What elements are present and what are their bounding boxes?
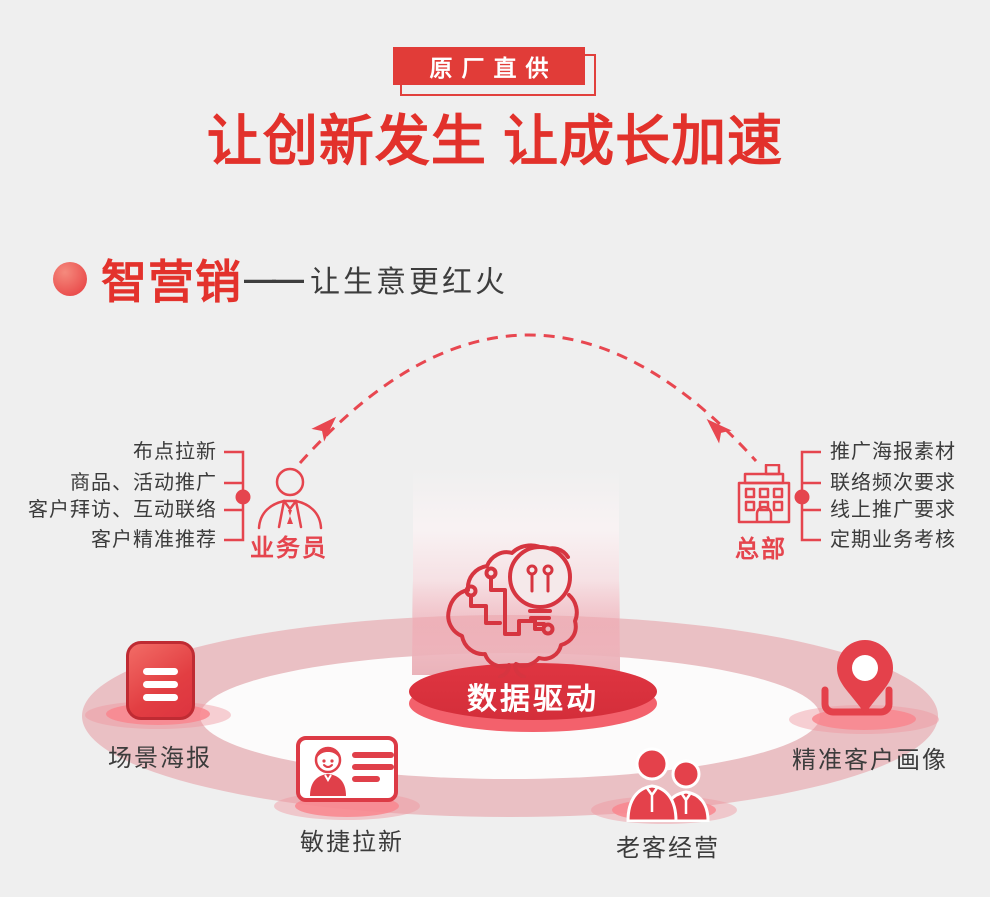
section-tagline: 让生意更红火 (310, 266, 508, 299)
hq-item: 定期业务考核 (830, 529, 956, 551)
customers-icon (626, 747, 710, 822)
section-title: 智营销 (101, 256, 242, 308)
salesman-item: 商品、活动推广 (70, 472, 217, 494)
right-bracket-dot (794, 489, 810, 505)
salesman-item: 布点拉新 (133, 441, 217, 463)
page-title: 让创新发生 让成长加速 (206, 110, 784, 172)
hq-building-icon (737, 464, 791, 524)
data-podium (409, 663, 657, 720)
salesman-label: 业务员 (250, 535, 328, 562)
arrowhead-right (706, 418, 732, 444)
salesman-item: 客户拜访、互动联络 (28, 499, 217, 521)
brain-circuit-bulb-icon (446, 543, 579, 678)
id-card-icon (296, 736, 398, 802)
hq-item: 推广海报素材 (830, 441, 956, 463)
feature-label: 老客经营 (616, 835, 720, 862)
left-bracket-dot (235, 489, 251, 505)
section-header: 智营销 —— 让生意更红火 (53, 246, 508, 312)
salesman-icon (257, 467, 323, 530)
podium-label: 数据驱动 (467, 683, 599, 716)
hq-item: 联络频次要求 (830, 472, 956, 494)
feature-label: 场景海报 (108, 745, 212, 772)
top-badge-label: 原厂直供 (429, 55, 558, 81)
hq-item: 线上推广要求 (830, 499, 956, 521)
feature-label: 精准客户画像 (792, 747, 948, 774)
map-pin-icon (821, 640, 893, 716)
feature-label: 敏捷拉新 (300, 829, 404, 856)
salesman-item: 客户精准推荐 (91, 529, 217, 551)
arrowhead-left (311, 416, 337, 442)
section-dash: —— (244, 260, 304, 297)
top-badge: 原厂直供 (393, 47, 585, 85)
red-dot-bullet-icon (53, 262, 87, 296)
dashed-arc-arrow (298, 333, 758, 465)
poster-icon (126, 641, 195, 720)
hq-label: 总部 (735, 536, 787, 563)
